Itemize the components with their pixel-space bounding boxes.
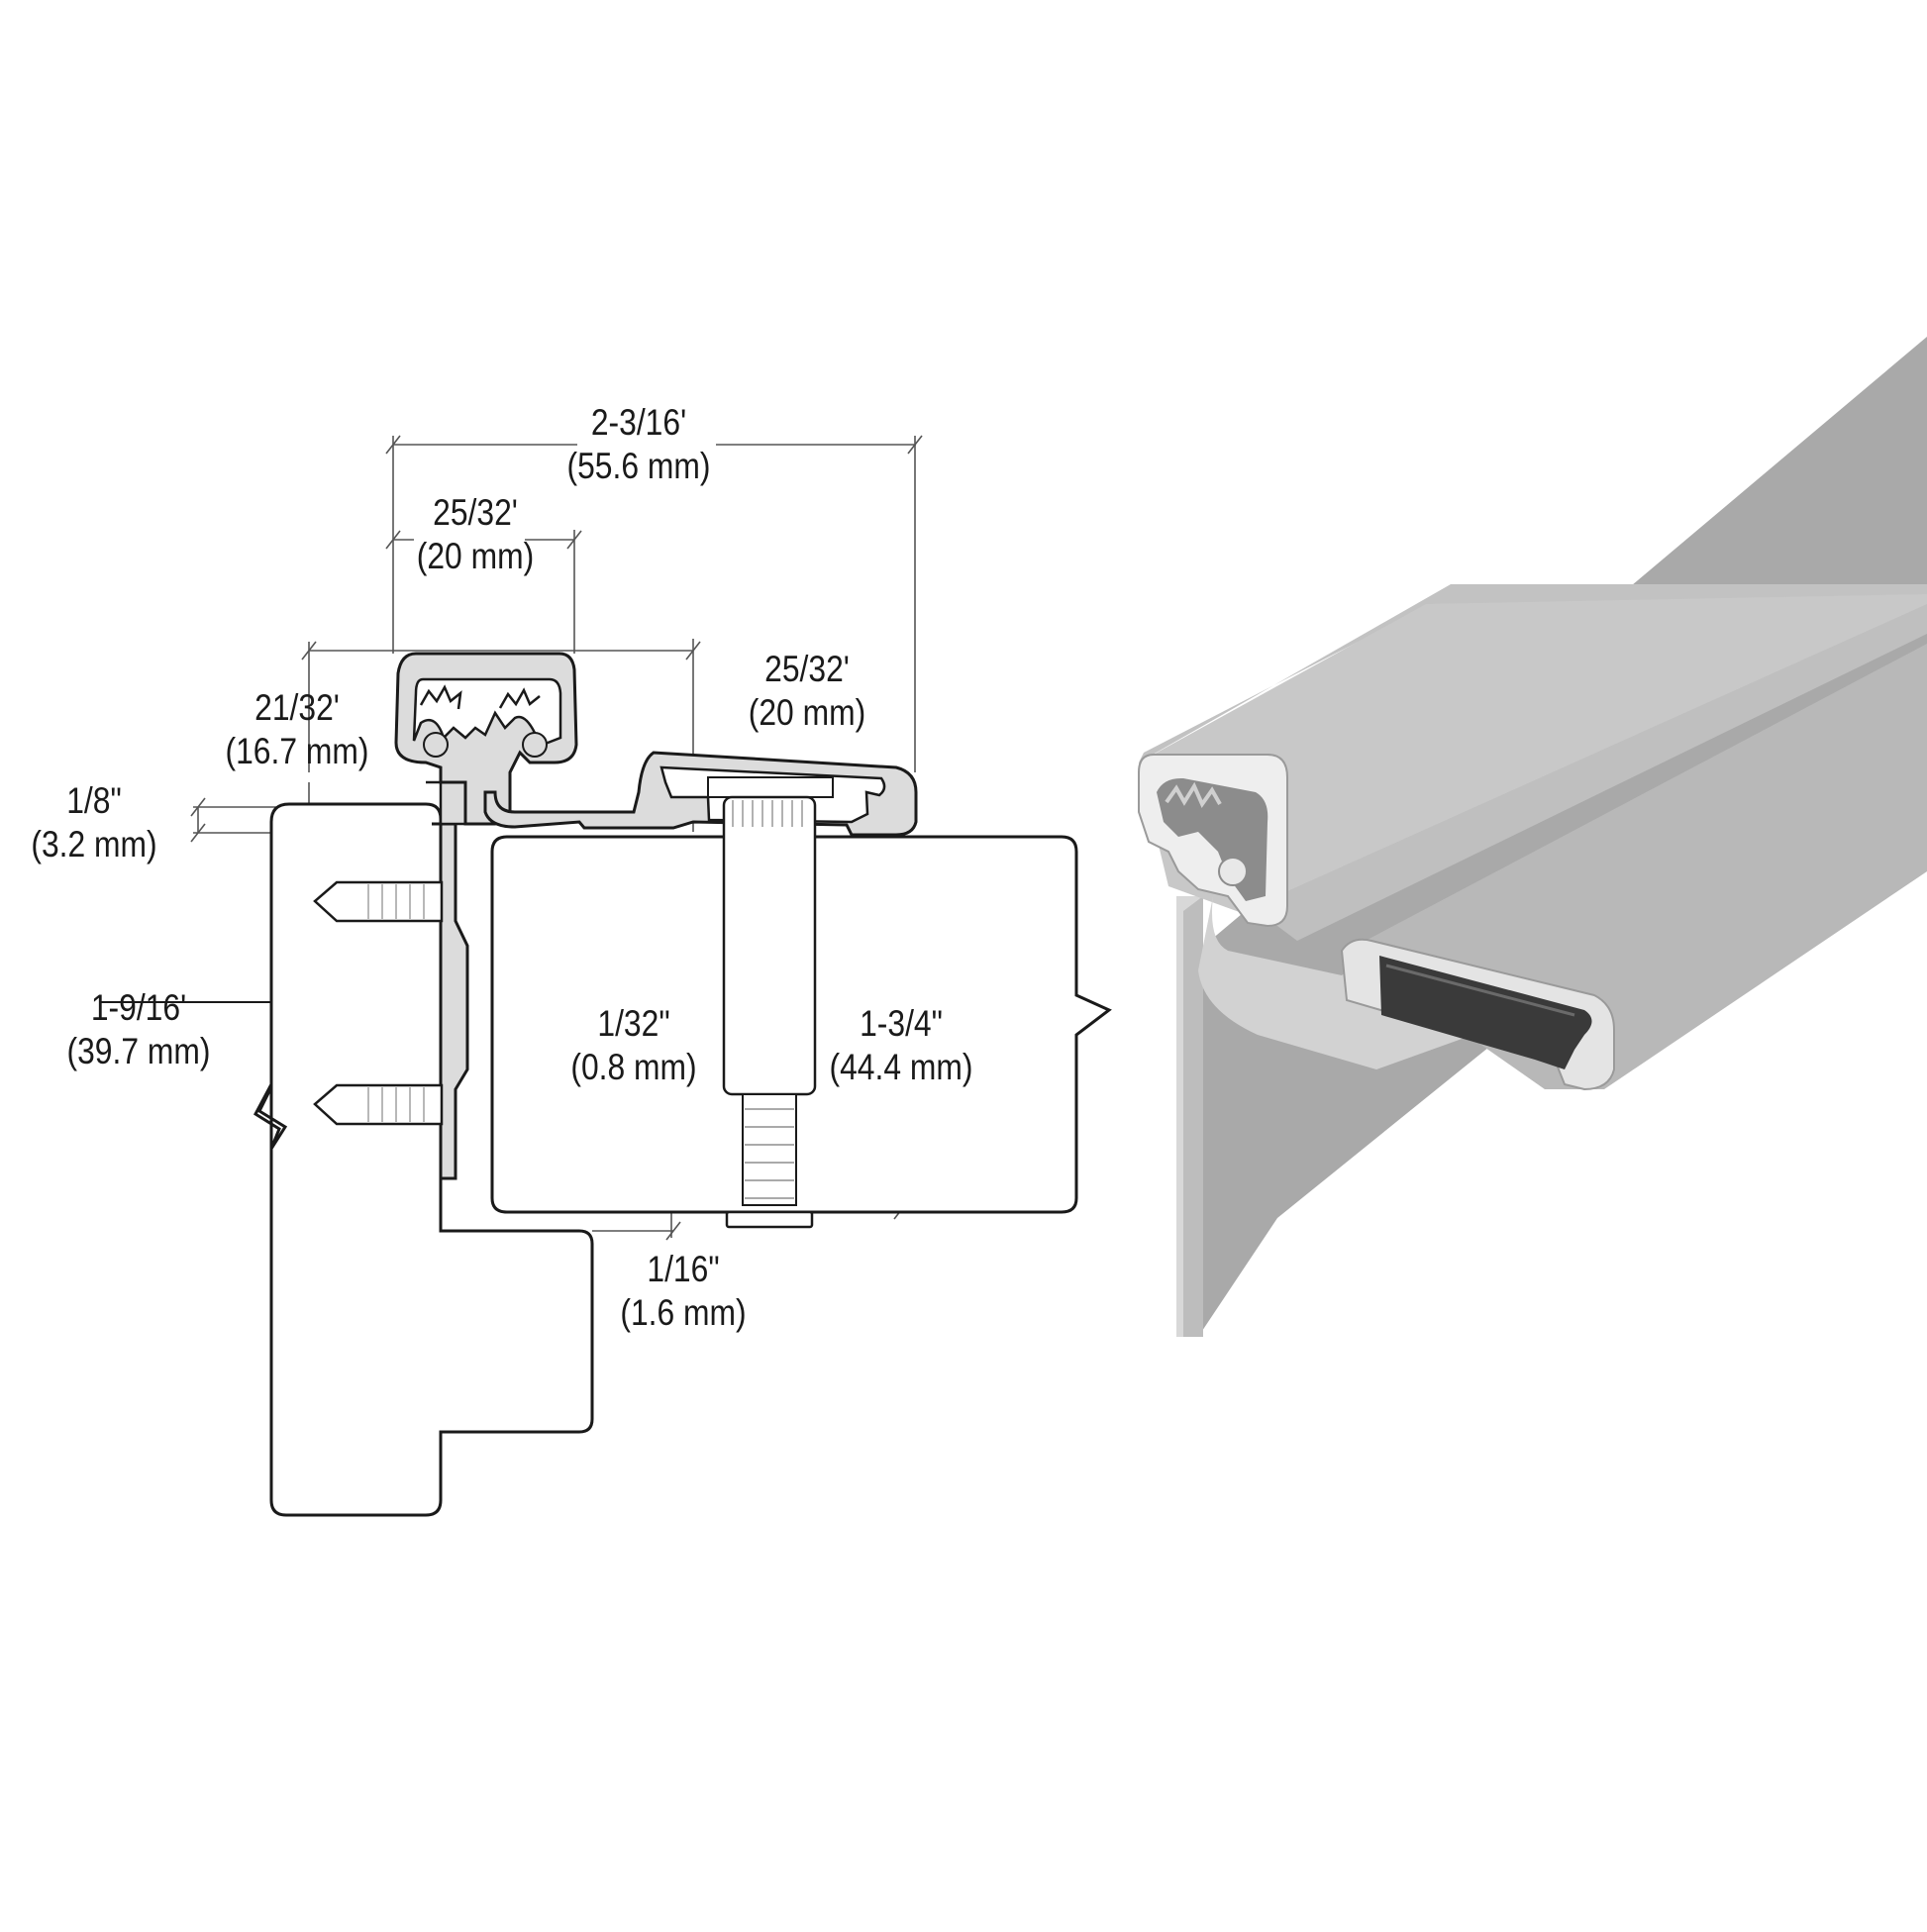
frame-screws	[313, 880, 444, 1126]
dim-metric: (20 mm)	[416, 536, 535, 576]
dim-label-frame-leaf-depth: 21/32' (16.7 mm)	[203, 686, 390, 773]
dim-imperial: 1/16"	[647, 1249, 720, 1289]
dim-label-knuckle-width: 25/32' (20 mm)	[390, 491, 560, 578]
dim-imperial: 1/32"	[597, 1003, 670, 1044]
dim-label-bottom-clearance: 1/16" (1.6 mm)	[607, 1248, 761, 1335]
dim-metric: (20 mm)	[748, 692, 866, 733]
dim-metric: (39.7 mm)	[66, 1031, 211, 1071]
dim-label-leaf-width: 25/32' (20 mm)	[722, 648, 892, 735]
gear-teeth	[419, 684, 541, 710]
dim-metric: (0.8 mm)	[570, 1047, 697, 1087]
bolt-head	[707, 776, 834, 798]
dim-label-overall-width: 2-3/16' (55.6 mm)	[554, 401, 724, 488]
dim-metric: (44.4 mm)	[829, 1047, 973, 1087]
dim-imperial: 2-3/16'	[590, 402, 687, 443]
thru-bolt	[722, 795, 817, 1229]
dim-metric: (16.7 mm)	[225, 731, 369, 771]
dim-metric: (55.6 mm)	[566, 446, 711, 486]
dim-imperial: 25/32'	[433, 492, 518, 533]
knuckle-gear-cavity	[412, 677, 562, 747]
dim-imperial: 1-3/4"	[860, 1003, 943, 1044]
dim-label-door-thickness: 1-3/4" (44.4 mm)	[816, 1002, 986, 1089]
door-frame	[257, 802, 594, 1517]
dim-metric: (1.6 mm)	[620, 1292, 747, 1333]
dim-imperial: 25/32'	[764, 649, 850, 689]
break-line	[254, 1083, 281, 1150]
dim-label-frame-depth: 1-9/16' (39.7 mm)	[53, 986, 224, 1073]
dim-imperial: 1-9/16'	[90, 987, 187, 1028]
dim-metric: (3.2 mm)	[31, 824, 157, 864]
dim-label-top-clearance: 1/8" (3.2 mm)	[13, 779, 174, 866]
dim-imperial: 21/32'	[254, 687, 340, 728]
product-photo	[1138, 337, 1927, 1337]
dim-label-door-gap: 1/32" (0.8 mm)	[549, 1002, 719, 1089]
dim-imperial: 1/8"	[66, 780, 122, 821]
